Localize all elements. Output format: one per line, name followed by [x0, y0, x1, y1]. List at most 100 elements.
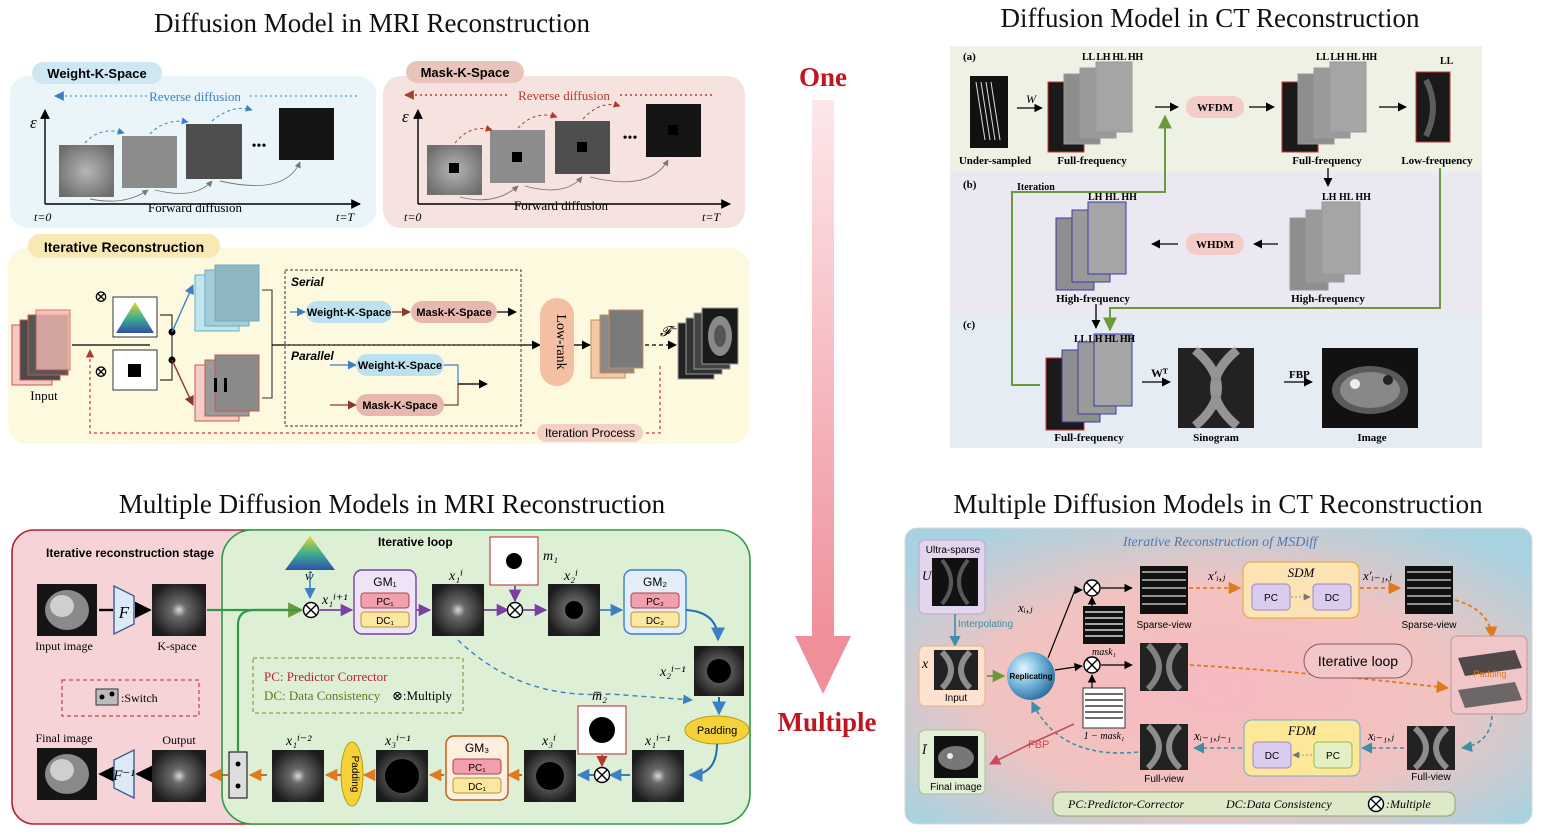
- legend-dc: DC: Data Consistency: [264, 688, 381, 703]
- gm1-label: GM₁: [373, 575, 396, 589]
- serial-label: Serial: [291, 275, 324, 289]
- weight-reverse-label: Reverse diffusion: [149, 89, 241, 104]
- full-view-1-label: Full-view: [1144, 774, 1184, 785]
- x3im1-label: x₃ⁱ⁻¹: [384, 734, 410, 749]
- sdm-label: SDM: [1288, 565, 1316, 580]
- mri-output-kspace: [152, 750, 206, 802]
- ct-fbp-multi-label: FBP: [1028, 739, 1049, 751]
- input-label: Input: [30, 388, 58, 403]
- ct-b-label: (b): [963, 179, 977, 191]
- ct-wt-label: Wᵀ: [1151, 366, 1168, 380]
- kspace-image: [152, 584, 206, 636]
- legend-mul: ⊗:Multiply: [392, 688, 453, 703]
- ct-sub-a2: LL LH HL HH: [1316, 52, 1377, 63]
- mask-dots: •••: [623, 131, 638, 146]
- weight-kspace-panel-title: Weight-K-Space: [47, 66, 146, 81]
- serial-mask-kspace: Mask-K-Space: [416, 307, 491, 319]
- mri-input-image-label: Input image: [35, 639, 93, 653]
- title-ct-multi: Multiple Diffusion Models in CT Reconstr…: [953, 489, 1483, 519]
- mri-output-label: Output: [162, 733, 196, 747]
- ct-high-stack-right: [1289, 201, 1361, 291]
- parallel-weight-kspace: Weight-K-Space: [358, 360, 442, 372]
- mri-image-stack: [677, 307, 739, 380]
- gm3-pc: PC₁: [468, 763, 486, 774]
- ct-padding-label: Padding: [1473, 669, 1506, 679]
- onemask-label: 1 − mask₁: [1084, 731, 1125, 742]
- ct-full-stack-1: [1047, 61, 1133, 153]
- inverse-fourier-block: [113, 748, 135, 800]
- mask-reverse-label: Reverse diffusion: [518, 88, 610, 103]
- title-mri-single: Diffusion Model in MRI Reconstruction: [154, 8, 590, 38]
- m2-label: m̅₂: [592, 689, 607, 704]
- sdm-pc: PC: [1264, 593, 1278, 604]
- xi1j1-label: xᵢ₋₁,ⱼ₋₁: [1193, 728, 1231, 743]
- full-view-2: [1407, 726, 1455, 770]
- ct-c-label: (c): [963, 319, 976, 331]
- replicating-label: Replicating: [1009, 672, 1052, 681]
- x1i-label: x₁ⁱ: [448, 569, 463, 584]
- x1im1-label: x₁ⁱ⁻¹: [644, 734, 670, 749]
- label-multiple: Multiple: [778, 707, 877, 737]
- sparse-view-1-label: Sparse-view: [1136, 620, 1192, 631]
- title-mri-multi: Multiple Diffusion Models in MRI Reconst…: [119, 489, 666, 519]
- fdm-dc: DC: [1265, 751, 1279, 762]
- parallel-label: Parallel: [291, 349, 334, 363]
- loop-switch: [228, 751, 248, 799]
- iteration-process-label: Iteration Process: [545, 426, 635, 440]
- m1-label: m₁: [543, 549, 558, 564]
- xi1j-prime-label: x′ᵢ₋₁,ⱼ: [1362, 568, 1392, 583]
- switch-legend-icon: [95, 688, 119, 706]
- lowrank-output-stack: [590, 309, 644, 379]
- ct-image-label: Image: [1357, 432, 1386, 444]
- gm3-dc: DC₁: [468, 782, 486, 793]
- ct-legend-pc: PC:Predictor-Corrector: [1067, 797, 1185, 811]
- ct-full2-label: Full-frequency: [1292, 155, 1362, 167]
- ct-full1-label: Full-frequency: [1057, 155, 1127, 167]
- mri-multi-panel: Iterative reconstruction stage Iterative…: [11, 529, 751, 825]
- ct-w-label: W: [1026, 92, 1037, 106]
- kspace-label: K-space: [157, 639, 196, 653]
- ibar-label: Ī: [921, 742, 928, 757]
- mask-eps: ε: [402, 107, 409, 126]
- mask-kspace-panel: Mask-K-Space ε t=0 t=T Forward diffusion…: [383, 61, 745, 228]
- ct-full3-label: Full-frequency: [1054, 432, 1124, 444]
- sparse-view-2-label: Sparse-view: [1401, 620, 1457, 631]
- weight-forward-label: Forward diffusion: [148, 200, 243, 215]
- weight-stack: [194, 264, 260, 332]
- onemask-image: [1082, 687, 1126, 729]
- full-view-1: [1140, 724, 1188, 770]
- x2im1-label: x₂ⁱ⁻¹: [659, 665, 685, 680]
- sparse-view-2: [1405, 566, 1453, 614]
- mask-forward-label: Forward diffusion: [514, 198, 609, 213]
- gm2-dc: DC₂: [646, 616, 664, 627]
- x1im2-image: [272, 750, 324, 802]
- full-view-2-label: Full-view: [1411, 772, 1451, 783]
- sdm-dc: DC: [1325, 593, 1339, 604]
- ct-sub-b1: LH HL HH: [1322, 192, 1371, 203]
- mask1-label: mask₁: [1092, 647, 1116, 658]
- mri-final-image-label: Final image: [36, 731, 93, 745]
- gm3-label: GM₃: [465, 741, 489, 755]
- padding-left-label: Padding: [349, 756, 360, 793]
- ct-legend-mul: :Multiple: [1386, 797, 1431, 811]
- ct-high1-label: High-frequency: [1056, 293, 1130, 305]
- iterative-reconstruction-title: Iterative Reconstruction: [44, 239, 204, 255]
- ct-legend-dc: DC:Data Consistency: [1225, 797, 1332, 811]
- w-hat-surface: [285, 536, 335, 570]
- ultra-sparse-image: [932, 558, 978, 606]
- x1im2-label: x₁ⁱ⁻²: [285, 734, 312, 749]
- mask-stack: [194, 354, 260, 422]
- ct-whdm: WHDM: [1196, 239, 1235, 251]
- ct-input-label: Input: [945, 693, 967, 704]
- ct-single-panel: (a) (b) (c) Under-sampled W LL LH HL HH …: [950, 46, 1482, 448]
- label-one: One: [799, 62, 847, 92]
- padding-right-label: Padding: [697, 725, 737, 737]
- ct-sub-c: LL LH HL HH: [1074, 334, 1135, 345]
- input-volume-stack: [11, 309, 71, 386]
- x2i-label: x₂ⁱ: [563, 569, 578, 584]
- weight-dots: •••: [252, 139, 267, 154]
- xij-prime-label: x′ᵢ,ⱼ: [1207, 568, 1226, 583]
- ct-iterative-loop-label: Iterative loop: [1318, 653, 1398, 669]
- ct-a-label: (a): [963, 51, 976, 63]
